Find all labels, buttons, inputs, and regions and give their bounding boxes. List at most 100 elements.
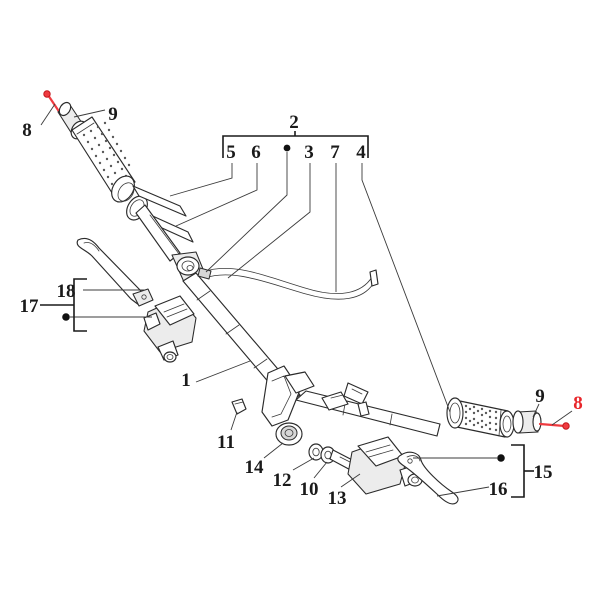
group-17-dot: [62, 313, 70, 321]
right-grip-texture: [464, 404, 498, 432]
left-brake-lever: [76, 237, 154, 307]
callout-2[interactable]: 2: [289, 112, 299, 133]
callout-7[interactable]: 7: [330, 142, 340, 163]
bracket-15-shape: [511, 444, 525, 498]
artwork-handlebar-assembly: [43, 90, 570, 505]
cable-end-fitting: [369, 269, 379, 287]
callout-3[interactable]: 3: [304, 142, 314, 163]
callout-5[interactable]: 5: [226, 142, 236, 163]
callout-4[interactable]: 4: [356, 142, 366, 163]
bolt-left-red-head: [43, 90, 51, 98]
master-cyl-cap-rib-b: [166, 308, 188, 318]
left-grip-body: [71, 116, 136, 197]
leader-6: [175, 163, 258, 227]
leader-12: [292, 457, 315, 471]
lever-pivot-left: [132, 288, 154, 307]
tube-seam-2: [225, 324, 240, 335]
bracket-17-shape: [73, 278, 87, 332]
tube-seam-3: [253, 358, 268, 369]
left-grip-assembly: [43, 90, 148, 221]
bar-end-flange-right: [532, 412, 542, 432]
lever-blade-right: [397, 451, 459, 505]
leader-13: [340, 473, 361, 488]
lever-tip-right: [406, 455, 421, 462]
bar-bracket-mid: [321, 391, 349, 411]
bar-bracket-mid-rib: [330, 394, 344, 399]
callout-labels: 1 2 3 4 5 6 7 8 8 9 9 10 11 12 13 14 15 …: [20, 104, 583, 509]
tube-upper-left: [135, 204, 181, 262]
callout-8-left[interactable]: 8: [22, 120, 32, 141]
callout-11[interactable]: 11: [217, 432, 235, 453]
right-grip-flange-outer-2: [502, 415, 512, 433]
callout-14[interactable]: 14: [245, 457, 265, 478]
clamp-nut-11: [231, 398, 247, 415]
leader-8-right: [551, 410, 573, 426]
right-grip-flange-inner: [446, 397, 464, 429]
leader-1: [195, 360, 251, 383]
joint-collar-inner: [181, 260, 195, 272]
tube-seam-4: [342, 403, 346, 416]
lower-clamp-inner: [271, 375, 292, 418]
leader-2-dot: [205, 152, 288, 273]
callout-17[interactable]: 17: [20, 296, 40, 317]
master-cyl-port-bore-left: [166, 354, 174, 360]
bar-end-cap-right: [512, 410, 524, 434]
throttle-cable: [197, 267, 379, 300]
right-grip-assembly: [446, 397, 570, 438]
washer-12-hole: [312, 447, 320, 457]
mirror-arm-upper: [132, 185, 187, 217]
right-grip-flange-outer: [499, 410, 515, 438]
callout-1[interactable]: 1: [181, 370, 191, 391]
left-grip-rib-a: [76, 122, 95, 135]
leader-5: [169, 163, 233, 197]
left-master-cylinder: [143, 295, 197, 363]
right-master-cylinder: [347, 436, 423, 495]
tube-upper-left-crease: [149, 214, 183, 259]
cable-outer: [202, 267, 373, 294]
leader-9-left: [73, 109, 106, 118]
leader-9-right: [532, 403, 540, 418]
leader-14: [263, 442, 284, 459]
callout-6[interactable]: 6: [251, 142, 261, 163]
leader-11: [230, 411, 238, 431]
leader-lines: [40, 103, 573, 497]
bush-14-inner: [280, 425, 298, 441]
callout-10[interactable]: 10: [300, 479, 319, 500]
leader-3: [227, 163, 311, 279]
group-15-dot: [497, 454, 505, 462]
bush-14-bore: [284, 429, 294, 437]
tube-seam-5: [389, 413, 393, 426]
leader-8-left: [40, 103, 56, 126]
master-cyl-cap-rib-right-a: [365, 444, 391, 453]
master-cyl-cap-rib-right-b: [368, 449, 394, 458]
cable-inner: [204, 274, 374, 300]
leader-16: [436, 486, 490, 497]
bar-stub: [357, 401, 370, 417]
bracket-2: [222, 135, 369, 158]
callout-16[interactable]: 16: [489, 479, 508, 500]
tube-seam-1: [196, 290, 211, 301]
throttle-ring-1-inner: [117, 182, 135, 202]
callout-12[interactable]: 12: [273, 470, 292, 491]
leader-4: [361, 163, 451, 413]
callout-9-right[interactable]: 9: [535, 386, 545, 407]
group-2-dot: [283, 144, 291, 152]
lever-pivot-hole-right: [407, 458, 413, 464]
upper-handlebar-tube: [135, 204, 206, 283]
clamp-nut-11-face: [234, 401, 244, 405]
callout-15[interactable]: 15: [534, 462, 553, 483]
group-brackets: [40, 131, 534, 498]
right-brake-lever: [397, 451, 459, 505]
right-grip-flange-inner-2: [449, 402, 461, 424]
bar-end-cap-left: [58, 101, 72, 117]
callout-9-left[interactable]: 9: [108, 104, 118, 125]
clamp-upper-ear: [284, 371, 315, 394]
bolt-right-red-head: [562, 422, 570, 430]
left-grip-texture: [82, 121, 131, 186]
callout-18[interactable]: 18: [57, 281, 76, 302]
callout-13[interactable]: 13: [328, 488, 347, 509]
callout-8-right[interactable]: 8: [573, 393, 583, 414]
joint-bore: [186, 265, 194, 271]
